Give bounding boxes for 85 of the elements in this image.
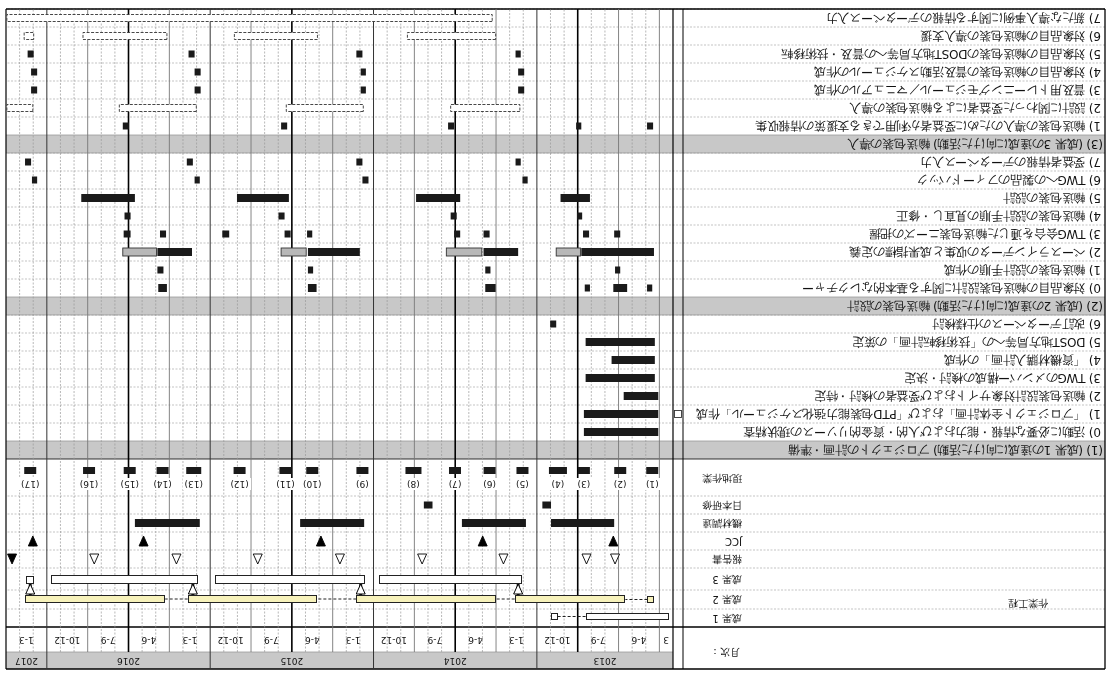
task-label: 5) 輸送包装の設計 <box>1001 190 1101 207</box>
task-label: 1) 輸送包装の設計手順の作成 <box>942 262 1101 279</box>
trip-number: (14) <box>151 478 174 490</box>
task-label: 6) 改訂データベースの仕様検討 <box>931 316 1101 333</box>
row-label: 現地作業 <box>701 472 742 486</box>
task-label: 6) TWGへの製品のフィードバック <box>914 172 1101 189</box>
task-label: 6) 対象品目の輸送包装の導入支援 <box>919 28 1101 45</box>
task-label: 3) 普及用トレーニングモジュール／マニュアルの作成 <box>813 82 1101 99</box>
block-arrow <box>187 583 198 595</box>
month-label: 1-3 <box>344 634 362 647</box>
month-label: 10-12 <box>543 634 572 647</box>
task-label: 7) 新たな導入事例に関する情報のデータベース入力 <box>824 10 1101 27</box>
year-label: 2017 <box>14 655 39 668</box>
month-label: 7-9 <box>589 634 607 647</box>
section-title: (3) (成果 3の達成に向けた活動) 輸送包装の導入 <box>845 136 1103 153</box>
row-label: 機材調達 <box>701 517 742 531</box>
month-label: 10-12 <box>216 634 245 647</box>
task-label: 3) TWGのメンバー構成の検討・決定 <box>903 370 1101 387</box>
task-label: 4) 対象品目の輸送包装の普及活動スケジュールの作成 <box>813 64 1101 81</box>
month-label: 4-6 <box>630 634 648 647</box>
trip-number: (13) <box>182 478 205 490</box>
month-label: 1-3 <box>181 634 199 647</box>
month-label: 1-3 <box>508 634 525 647</box>
year-label: 2013 <box>592 655 618 668</box>
block-arrow <box>513 583 524 595</box>
task-label: 4) 「資機材購入計画」の作成 <box>942 352 1101 369</box>
month-label: 4-6 <box>467 634 484 647</box>
deliverable-square <box>647 596 655 603</box>
deliverable-bar <box>585 613 669 620</box>
year-label: 2015 <box>279 655 305 668</box>
column-header: 作業工程 <box>1007 597 1049 611</box>
task-label: 2) 設計に関わった受益者による輸送包装の導入 <box>848 100 1101 117</box>
row-label: JCC <box>724 535 742 549</box>
task-label: 1) 「プロジェクト全体計画」および「PTD包装能力強化スケジュール」作成 <box>695 406 1101 423</box>
section-title: (1) (成果 1の達成に向けた活動) プロジェクトの計画・準備 <box>786 442 1103 459</box>
task-label: 5) DOST地方局等への「技術移転計画」の策定 <box>851 334 1101 351</box>
task-label: 2) ベースラインデータの収集と成果指標の定義 <box>848 244 1101 261</box>
task-label: 4) 輸送包装の設計手順の見直し・修正 <box>895 208 1101 225</box>
row-label: 成果 3 <box>711 573 742 587</box>
task-label: 0) 対象品目の輸送包装設計に関する基本的なレクチャー <box>801 280 1101 297</box>
deliverable-bar <box>25 595 166 603</box>
task-label: 2) 輸送包装設計対象サイトおよび受益者の検討・特定 <box>813 388 1101 405</box>
trip-number: (10) <box>301 478 324 490</box>
month-label: 10-12 <box>379 634 409 647</box>
month-label: 7-9 <box>426 634 444 647</box>
trip-number: (15) <box>118 478 141 490</box>
task-label: 7) 受益者情報のデータベース入力 <box>919 154 1101 171</box>
deliverable-bar <box>356 595 496 603</box>
deliverable-bar <box>514 595 626 603</box>
block-arrow <box>355 583 366 595</box>
year-label: 2016 <box>116 655 141 668</box>
month-label: 4-6 <box>140 634 158 647</box>
dashed-connector <box>164 598 189 600</box>
trip-number: (11) <box>274 478 297 490</box>
month-label: 7-9 <box>263 634 280 647</box>
trip-number: (12) <box>228 478 251 490</box>
task-label: 5) 対象品目の輸送包装のDOST地方局等への普及・技術移転 <box>780 46 1101 63</box>
dashed-connector <box>557 616 587 617</box>
month-label: 4-6 <box>303 634 321 647</box>
month-label: 3 <box>662 634 671 647</box>
task-label: 0) 活動に必要な情報・能力および人的・資金的リソースの現状精査 <box>742 424 1101 441</box>
dashed-connector <box>495 598 516 600</box>
trip-number: (17) <box>19 478 42 490</box>
task-label: 3) TWG会合を通じた輸送包装ニーズの把握 <box>867 226 1101 243</box>
row-label: 日本研修 <box>701 499 742 513</box>
month-label: 7-9 <box>99 634 117 647</box>
deliverable-square <box>26 576 35 584</box>
deliverable-bar <box>51 575 199 584</box>
dashed-connector <box>624 599 648 600</box>
month-label: 10-12 <box>53 634 82 647</box>
row-label: 成果 2 <box>711 593 742 608</box>
year-label: 2014 <box>442 655 468 668</box>
task-label: 1) 輸送包装の導入のために受益者が利用できる支援策の情報収集 <box>754 118 1101 135</box>
row-label: 成果 1 <box>711 612 742 626</box>
deliverable-bar <box>214 575 366 584</box>
block-arrow <box>25 583 36 595</box>
deliverable-bar <box>378 575 522 584</box>
row-label: 報告書 <box>711 553 742 567</box>
month-label: 1-3 <box>18 634 35 647</box>
section-title: (2) (成果 2の達成に向けた活動) 輸送包装の設計 <box>845 298 1103 315</box>
deliverable-bar <box>187 595 318 603</box>
deliverable-square <box>550 613 558 620</box>
dashed-connector <box>316 598 357 600</box>
header-label: 月次： <box>709 646 740 659</box>
trip-number: (16) <box>78 478 101 490</box>
